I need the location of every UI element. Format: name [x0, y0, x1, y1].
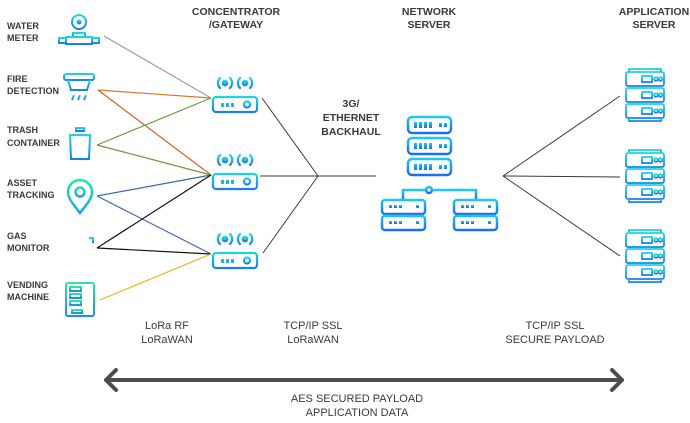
payload-label-line1: AES SECURED PAYLOAD	[291, 393, 423, 405]
link-asset-tracking-to-gateway-2	[96, 174, 212, 197]
link-vending-machine-to-gateway-3	[99, 253, 212, 301]
link-gas-monitor-to-gateway-2	[96, 174, 212, 249]
device-label-water-meter-2: METER	[7, 33, 39, 43]
device-gateway-links	[96, 35, 212, 301]
map-pin-icon	[66, 178, 94, 216]
protocol-rf-line2: LoRaWAN	[141, 334, 193, 346]
protocol-app-line2: SECURE PAYLOAD	[505, 334, 604, 346]
protocol-backhaul-line1: TCP/IP SSL	[283, 320, 342, 332]
network-server-header-line2: SERVER	[408, 19, 451, 31]
water-meter-icon	[58, 14, 100, 45]
device-label-trash-container-1: TRASH	[7, 125, 38, 135]
device-label-gas-monitor-2: MONITOR	[7, 243, 50, 253]
protocol-backhaul-line2: LoRaWAN	[287, 334, 339, 346]
app-link-3	[502, 175, 621, 257]
backhaul-label-line3: BACKHAUL	[321, 126, 381, 138]
link-fire-detection-to-gateway-2	[97, 89, 212, 176]
app-server-group	[625, 68, 665, 283]
payload-double-arrow	[104, 368, 624, 392]
application-server-header-line2: SERVER	[633, 19, 676, 31]
concentrator-header-line2: /GATEWAY	[209, 19, 263, 31]
router-icon	[211, 153, 259, 194]
protocol-app-line1: TCP/IP SSL	[525, 320, 584, 332]
backhaul-label-line2: ETHERNET	[323, 112, 380, 124]
payload-arrow-left-head	[104, 368, 118, 392]
server-rack-icon	[625, 149, 665, 203]
link-water-meter-to-gateway-1	[103, 35, 212, 99]
link-trash-container-to-gateway-2	[96, 144, 212, 176]
backhaul-link-gateway-1	[261, 97, 319, 177]
payload-label-line2: APPLICATION DATA	[306, 407, 409, 419]
backhaul-label-line1: 3G/	[343, 98, 360, 110]
device-label-fire-detection-2: DETECTION	[7, 86, 59, 96]
link-fire-detection-to-gateway-1	[97, 89, 212, 99]
trash-bin-icon	[68, 127, 92, 160]
router-icon	[211, 76, 259, 117]
network-server-header-line1: NETWORK	[402, 6, 457, 18]
router-icon	[211, 232, 259, 273]
payload-arrow-right-head	[610, 368, 624, 392]
device-label-water-meter-1: WATER	[7, 21, 39, 31]
device-labels: WATER METER FIRE DETECTION TRASH CONTAIN…	[7, 21, 60, 302]
server-rack-icon	[625, 229, 665, 283]
link-gas-monitor-to-gateway-3	[96, 247, 212, 255]
link-trash-container-to-gateway-1	[96, 97, 212, 146]
device-label-vending-machine-2: MACHINE	[7, 292, 49, 302]
server-rack-icon	[625, 68, 665, 122]
concentrator-header-line1: CONCENTRATOR	[192, 6, 281, 18]
smoke-detector-icon	[63, 73, 95, 101]
app-server-links	[502, 95, 621, 257]
link-asset-tracking-to-gateway-3	[96, 195, 212, 255]
device-label-vending-machine-1: VENDING	[7, 280, 48, 290]
application-server-header-line1: APPLICATION	[619, 6, 689, 18]
device-label-trash-container-2: CONTAINER	[7, 138, 60, 148]
server-cluster-icon	[380, 115, 499, 232]
vending-machine-icon	[65, 282, 95, 317]
device-label-asset-tracking-1: ASSET	[7, 178, 38, 188]
protocol-rf-line1: LoRa RF	[145, 320, 189, 332]
app-link-1	[502, 95, 621, 177]
backhaul-link-gateway-3	[262, 175, 319, 254]
radiator-icon	[65, 234, 94, 265]
device-label-asset-tracking-2: TRACKING	[7, 190, 55, 200]
backhaul-links	[260, 97, 376, 254]
gateway-group	[211, 76, 259, 273]
device-label-fire-detection-1: FIRE	[7, 74, 28, 84]
app-link-2	[502, 175, 621, 178]
device-label-gas-monitor-1: GAS	[7, 231, 27, 241]
